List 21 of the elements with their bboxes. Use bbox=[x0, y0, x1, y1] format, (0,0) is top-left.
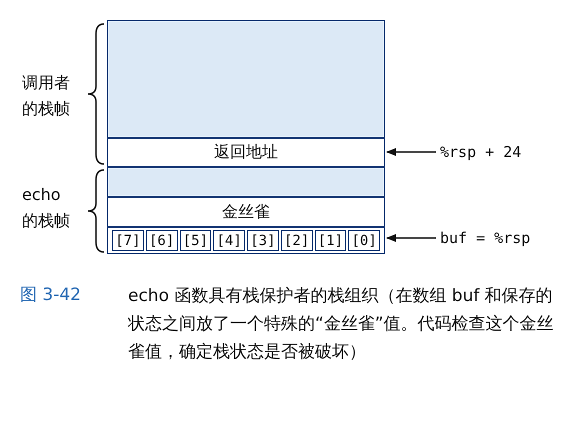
arrow bbox=[386, 148, 436, 156]
array-cell: [2] bbox=[280, 230, 312, 251]
array-cell: [5] bbox=[180, 230, 212, 251]
figure-caption: echo 函数具有栈保护者的栈组织（在数组 buf 和保存的状态之间放了一个特殊的“金丝雀”值。代码检查这个金丝雀值，确定栈状态是否被破坏） bbox=[128, 285, 555, 364]
arrow bbox=[386, 234, 436, 242]
stack-slot: 返回地址 bbox=[107, 138, 385, 167]
bracket-label: echo 的栈帧 bbox=[22, 184, 71, 232]
stack-region bbox=[107, 20, 385, 138]
figure-number: 图 3-42 bbox=[20, 284, 82, 307]
array-cell: [3] bbox=[247, 230, 279, 251]
array-cell: [1] bbox=[314, 230, 346, 251]
stack-slot bbox=[107, 167, 385, 197]
pointer-label: buf = %rsp bbox=[440, 229, 530, 247]
array-cell: [4] bbox=[213, 230, 245, 251]
array-row bbox=[107, 227, 385, 254]
array-cell: [7] bbox=[112, 230, 144, 251]
array-cell: [6] bbox=[146, 230, 178, 251]
pointer-label: %rsp + 24 bbox=[440, 143, 522, 161]
bracket-label: 调用者的栈帧 bbox=[22, 72, 71, 120]
array-cell: [0] bbox=[348, 230, 380, 251]
stack-slot: 金丝雀 bbox=[107, 197, 385, 227]
